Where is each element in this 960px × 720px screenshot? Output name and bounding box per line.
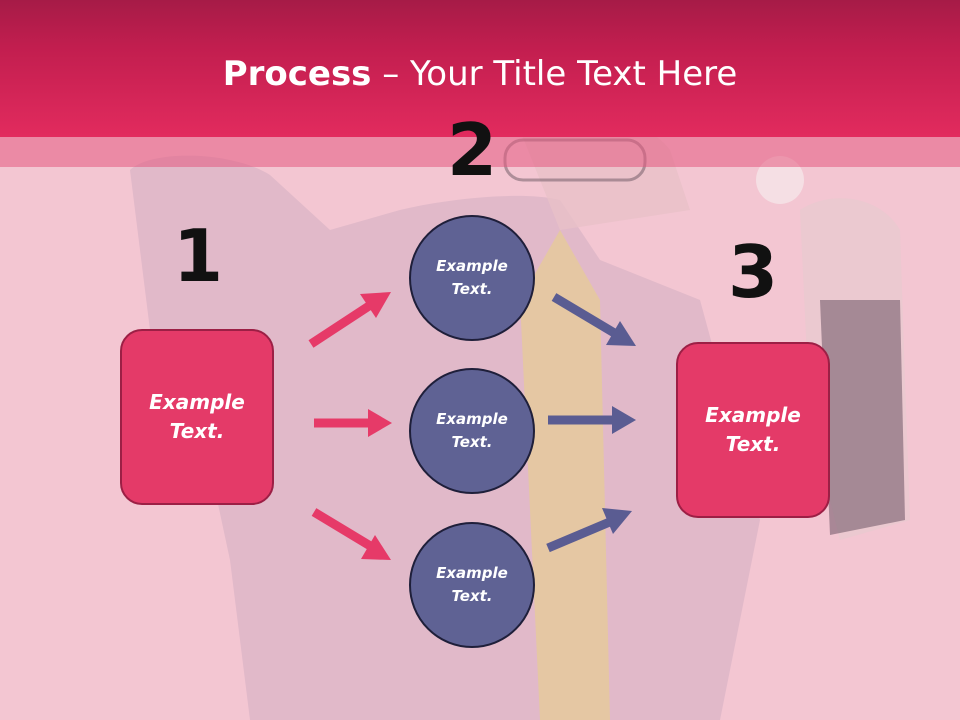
circle-node-1: Example Text.: [409, 215, 535, 341]
page-title: Process – Your Title Text Here: [0, 52, 960, 96]
header-strip: [0, 137, 960, 167]
step-box-3: Example Text.: [676, 342, 830, 518]
arrow-box1-to-circle1: [308, 292, 391, 348]
arrow-box1-to-circle2: [314, 409, 392, 437]
circle-node-1-text: Example Text.: [436, 257, 508, 298]
step-number-1: 1: [172, 214, 224, 298]
step-box-1-text: Example Text.: [149, 390, 245, 443]
step-box-1: Example Text.: [120, 329, 274, 505]
arrow-box1-to-circle3: [311, 508, 391, 560]
title-bold: Process: [222, 54, 372, 94]
arrow-circle2-to-box3: [548, 406, 636, 434]
step-number-3: 3: [727, 230, 779, 314]
circle-node-3: Example Text.: [409, 522, 535, 648]
circle-node-2: Example Text.: [409, 368, 535, 494]
step-box-3-text: Example Text.: [705, 403, 801, 456]
step-number-2: 2: [446, 108, 498, 192]
circle-node-2-text: Example Text.: [436, 410, 508, 451]
header-bar: [0, 0, 960, 137]
arrow-circle1-to-box3: [551, 293, 636, 346]
title-rest: – Your Title Text Here: [371, 54, 738, 94]
arrow-circle3-to-box3: [546, 508, 632, 553]
circle-node-3-text: Example Text.: [436, 564, 508, 605]
